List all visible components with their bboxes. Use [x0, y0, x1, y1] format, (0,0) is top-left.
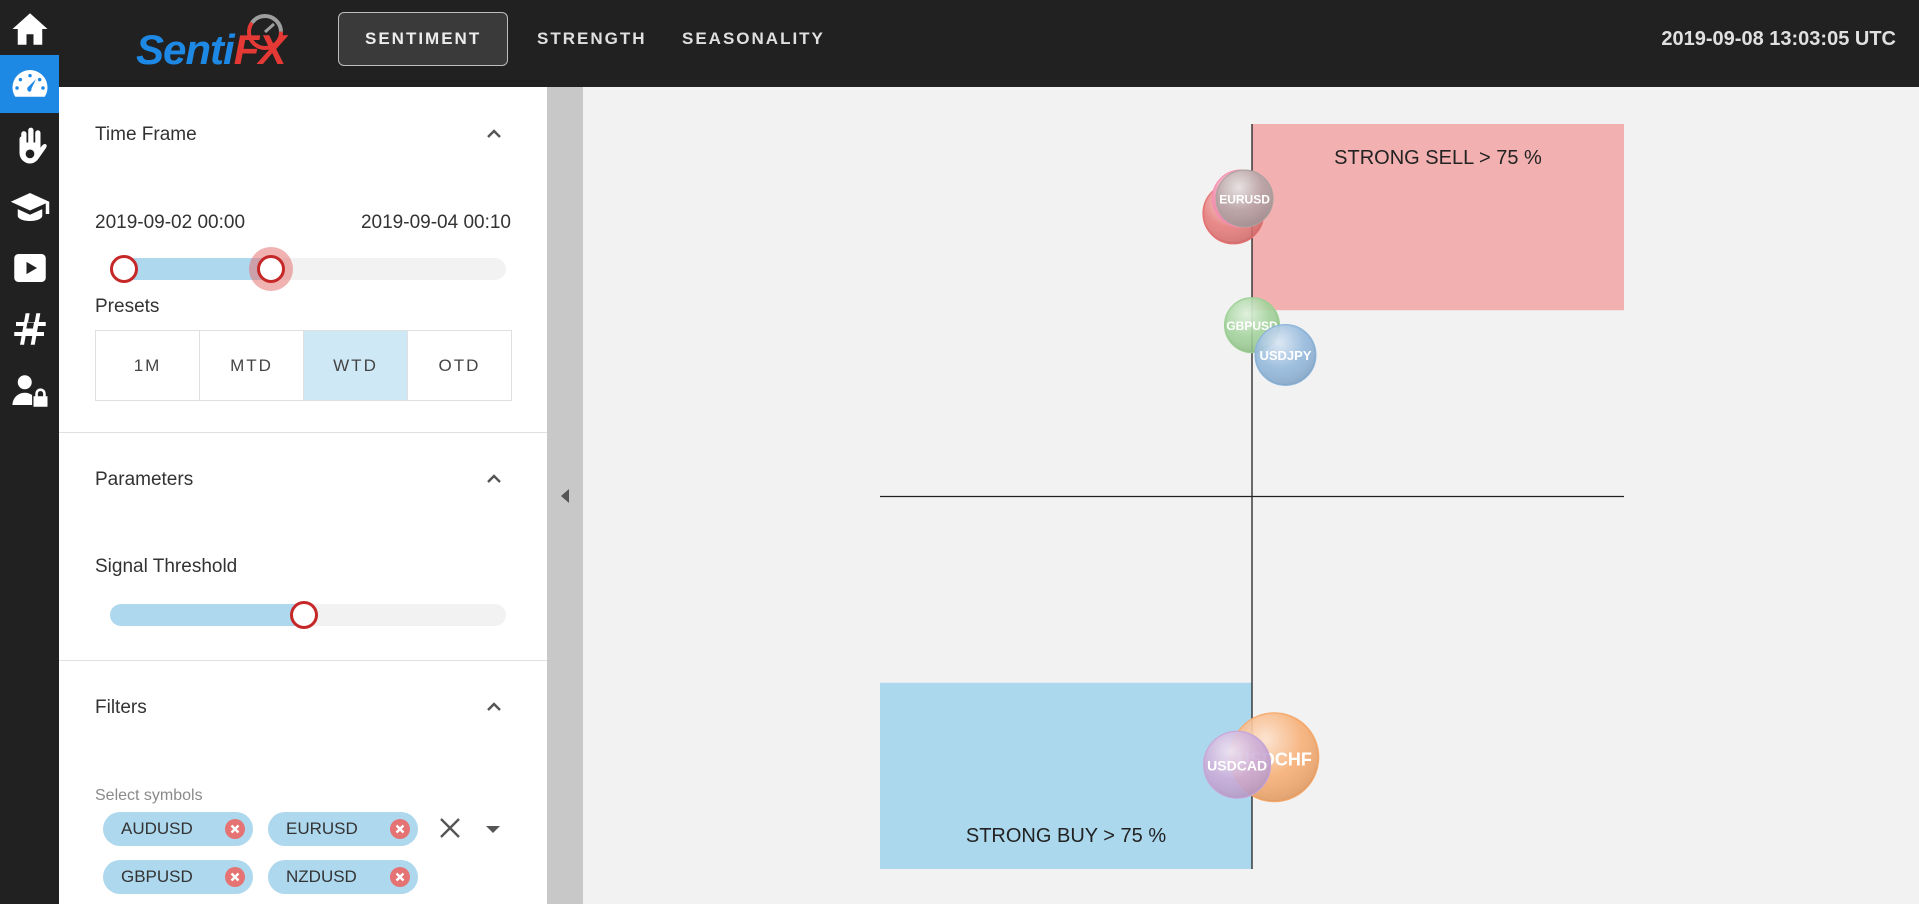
hashtag-icon	[13, 313, 46, 345]
zone-label-1: STRONG BUY > 75 %	[966, 825, 1166, 847]
preset-mtd[interactable]: MTD	[200, 331, 304, 400]
icon-rail	[0, 0, 59, 904]
section-divider	[59, 432, 547, 433]
threshold-slider-fill	[110, 604, 319, 626]
chevron-up-icon	[487, 129, 501, 138]
parameters-collapse-toggle[interactable]	[485, 470, 503, 488]
logo-text-senti: Senti	[136, 26, 235, 73]
preset-wtd[interactable]: WTD	[304, 331, 408, 400]
sentifx-logo[interactable]: SentiFX	[136, 10, 296, 73]
symbols-dropdown-toggle[interactable]	[486, 826, 500, 833]
close-icon	[395, 872, 405, 882]
signal-threshold-label: Signal Threshold	[95, 556, 238, 577]
close-icon	[230, 872, 240, 882]
bubble-label: USDJPY	[1259, 348, 1311, 363]
sentiment-chart: STRONG SELL > 75 % STRONG BUY > 75 % EURU…	[583, 87, 1919, 904]
zone-1	[880, 682, 1252, 869]
video-play-icon	[13, 254, 46, 282]
symbol-chip: EURUSD	[268, 812, 418, 846]
home-icon	[12, 13, 47, 45]
threshold-slider-thumb[interactable]	[290, 601, 319, 629]
presets-group: 1M MTD WTD OTD	[95, 330, 512, 401]
close-icon	[395, 824, 405, 834]
chip-label: EURUSD	[286, 819, 358, 838]
close-icon	[440, 818, 460, 838]
nav-sentiment[interactable]: SENTIMENT	[338, 12, 509, 66]
bubble-label: GBPUSD	[1226, 319, 1278, 333]
timeframe-end-thumb[interactable]	[257, 255, 286, 283]
chevron-up-icon	[487, 702, 501, 711]
logo-text: SentiFX	[136, 26, 287, 74]
panel-collapse-handle[interactable]	[547, 87, 583, 904]
logo-gauge-icon	[247, 14, 283, 50]
timeframe-end: 2019-09-04 00:10	[360, 212, 511, 233]
bubble-eurusd[interactable]: EURUSD	[1215, 169, 1274, 228]
sentiment-scatter-svg: STRONG SELL > 75 % STRONG BUY > 75 % EURU…	[880, 124, 1624, 869]
bubble-gloss	[1255, 324, 1316, 385]
top-bar: SentiFX SENTIMENT STRENGTH SEASONALITY 2…	[59, 0, 1919, 87]
chevron-left-icon	[561, 489, 569, 503]
user-lock-icon	[12, 375, 47, 407]
rail-account[interactable]	[0, 362, 59, 420]
timeframe-collapse-toggle[interactable]	[485, 125, 503, 143]
bubble-gloss	[1216, 170, 1273, 227]
chevron-up-icon	[487, 474, 501, 483]
symbol-chip: NZDUSD	[268, 860, 418, 894]
select-symbols-label: Select symbols	[95, 787, 203, 804]
chip-remove-button[interactable]	[390, 819, 410, 839]
settings-panel: Time Frame 2019-09-02 00:00 2019-09-04 0…	[59, 87, 547, 904]
chip-remove-button[interactable]	[225, 819, 245, 839]
graduation-cap-icon	[10, 193, 49, 221]
bubble-usdjpy[interactable]: USDJPY	[1254, 323, 1317, 386]
bubble-label: EURUSD	[1219, 193, 1270, 207]
chip-label: GBPUSD	[121, 867, 193, 886]
logo-text-fx: FX	[233, 26, 287, 73]
bubble-gloss	[1204, 731, 1271, 798]
signal-threshold-slider[interactable]	[110, 600, 506, 630]
filters-collapse-toggle[interactable]	[485, 698, 503, 716]
timeframe-title: Time Frame	[95, 124, 197, 145]
rail-home[interactable]	[0, 0, 59, 58]
bubble-label: USDCAD	[1207, 758, 1267, 774]
rail-video[interactable]	[0, 239, 59, 297]
parameters-title: Parameters	[95, 469, 194, 490]
chip-remove-button[interactable]	[225, 867, 245, 887]
preset-1m[interactable]: 1M	[96, 331, 200, 400]
presets-label: Presets	[95, 296, 160, 317]
symbol-chip: AUDUSD	[103, 812, 253, 846]
rail-hand[interactable]	[0, 117, 59, 175]
zone-0	[1252, 124, 1624, 311]
dashboard-gauge-icon	[12, 70, 47, 97]
chip-remove-button[interactable]	[390, 867, 410, 887]
rail-dashboard[interactable]	[0, 55, 59, 113]
close-icon	[230, 824, 240, 834]
hand-icon	[19, 127, 47, 164]
symbol-chip: GBPUSD	[103, 860, 253, 894]
nav-seasonality[interactable]: SEASONALITY	[682, 29, 825, 48]
zone-label-0: STRONG SELL > 75 %	[1334, 147, 1542, 169]
section-divider	[59, 660, 547, 661]
clear-symbols-button[interactable]	[437, 815, 463, 841]
utc-clock: 2019-09-08 13:03:05 UTC	[1661, 28, 1896, 50]
timeframe-start-thumb[interactable]	[110, 255, 138, 283]
timeframe-start: 2019-09-02 00:00	[95, 212, 246, 233]
filters-title: Filters	[95, 697, 147, 718]
chip-label: NZDUSD	[286, 867, 357, 886]
timeframe-range-slider[interactable]	[110, 247, 506, 291]
preset-otd[interactable]: OTD	[438, 355, 481, 375]
timeframe-slider-fill	[110, 258, 286, 280]
bubble-usdcad[interactable]: USDCAD	[1203, 730, 1272, 799]
rail-hashtag[interactable]	[0, 300, 59, 358]
chip-label: AUDUSD	[121, 819, 193, 838]
rail-education[interactable]	[0, 178, 59, 236]
nav-strength[interactable]: STRENGTH	[537, 29, 647, 48]
